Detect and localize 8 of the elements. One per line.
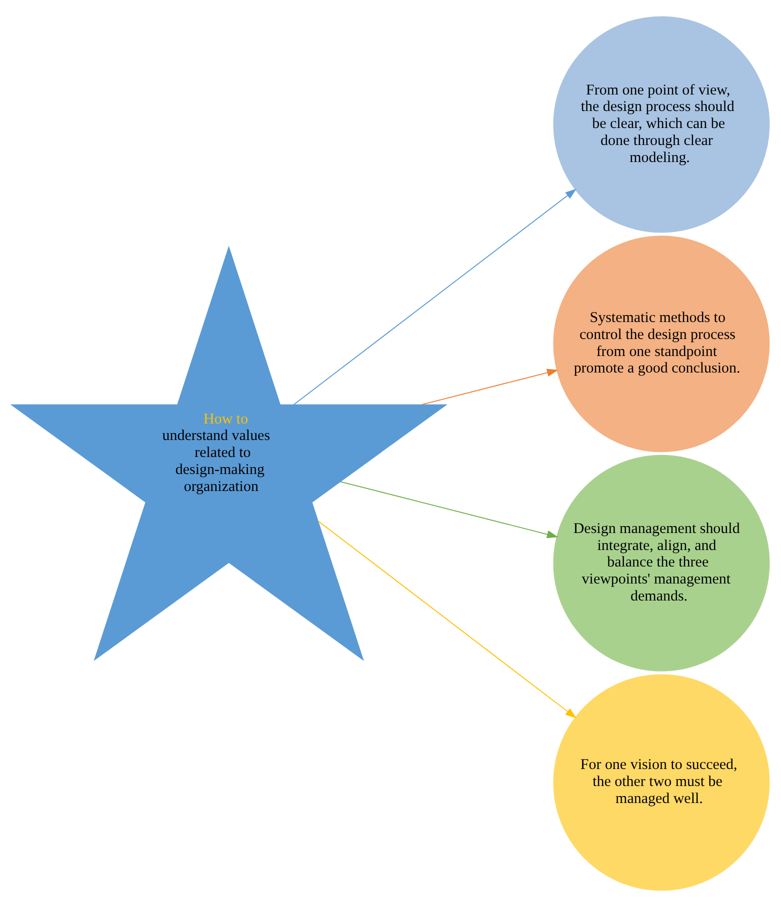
arrow <box>340 480 558 538</box>
arrow <box>293 188 576 405</box>
arrow <box>421 368 558 405</box>
node-circle: Design management should integrate, align, and balance the three viewpoints' management demands. <box>553 454 770 671</box>
node-circle: From one point of view, the design process should be clear, which can be done through clear modeling. <box>553 16 770 232</box>
node-circle: Systematic methods to control the design process from one standpoint promote a good conclusion. <box>553 235 770 452</box>
node-circle: For one vision to succeed, the other two must be managed well. <box>553 674 770 890</box>
arrow <box>318 520 576 718</box>
